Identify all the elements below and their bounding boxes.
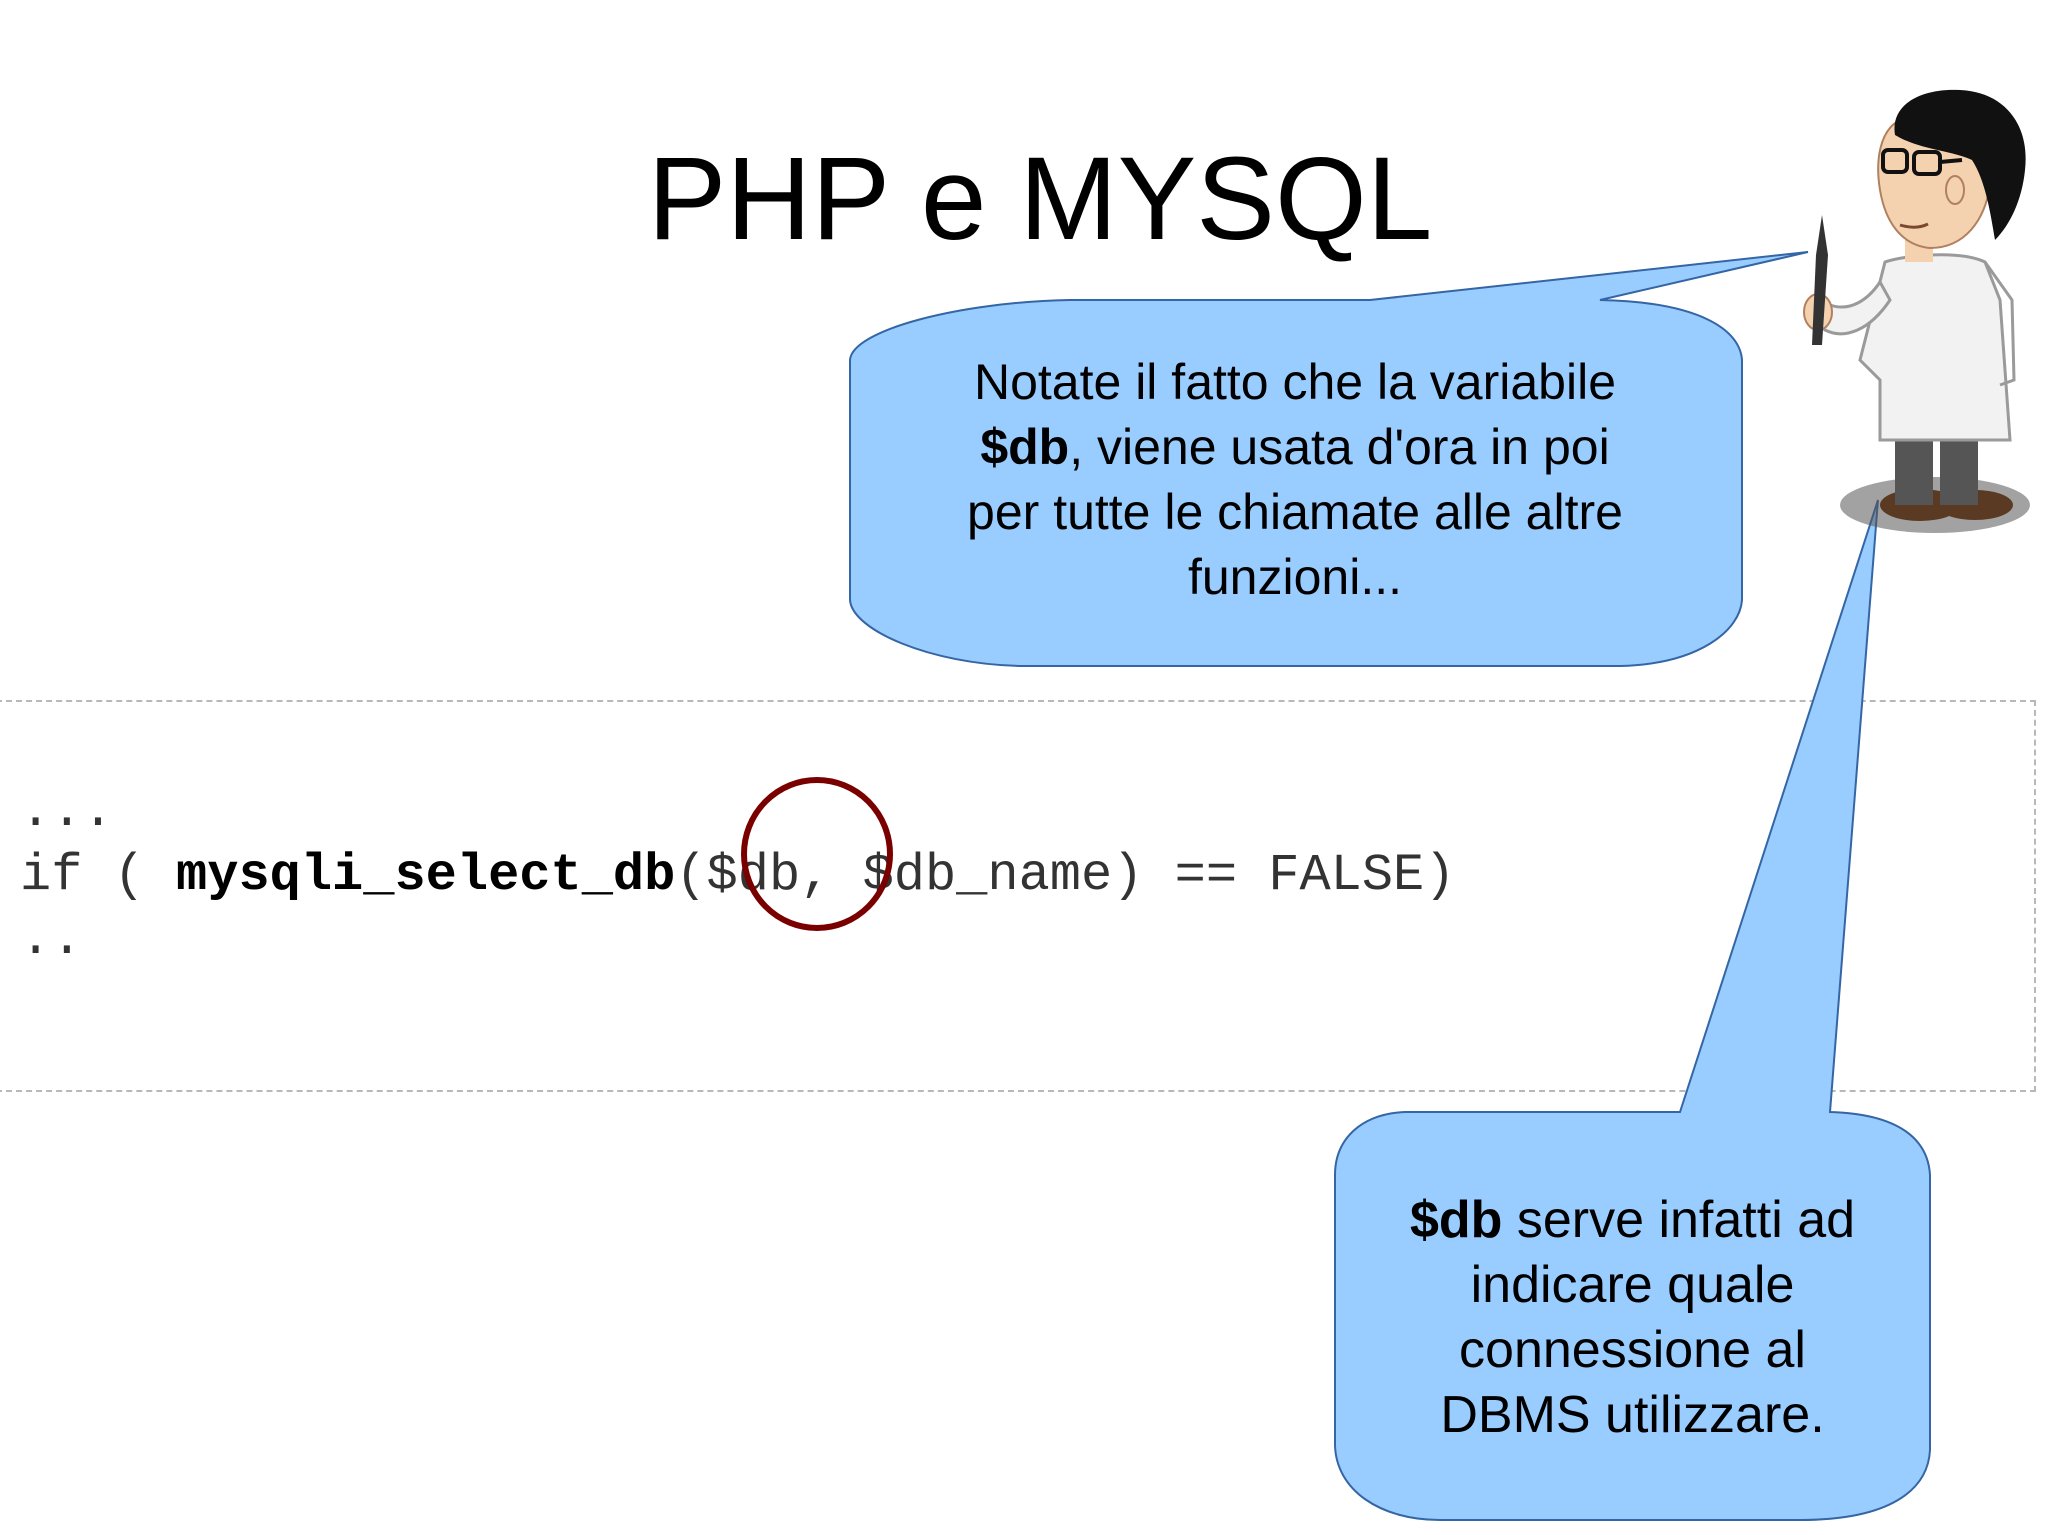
code-line-1: ... <box>20 782 114 841</box>
bubble-bottom-line-1: $db serve infatti ad <box>1345 1188 1920 1253</box>
highlight-circle <box>741 777 893 931</box>
speech-bubble-top <box>849 251 1809 667</box>
bubble-bottom-line-4: DBMS utilizzare. <box>1440 1386 1825 1444</box>
code-paren: ( <box>675 846 707 905</box>
bubble-top-db-bold: $db <box>980 419 1070 475</box>
code-line-2: if ( mysqli_select_db($db, $db_name) == … <box>20 846 1455 905</box>
bubble-top-line-2-rest: , viene usata d'ora in poi <box>1069 419 1610 475</box>
slide-title: PHP e MYSQL <box>647 133 1433 265</box>
scientist-illustration <box>1803 89 2030 533</box>
speech-bubble-bottom-text: $db serve infatti ad indicare quale conn… <box>1345 1188 1920 1448</box>
bubble-bottom-line-2: indicare quale <box>1470 1256 1795 1314</box>
bubble-top-line-3: per tutte le chiamate alle altre <box>967 484 1623 540</box>
bubble-bottom-line-3: connessione al <box>1459 1321 1806 1379</box>
code-rest: , $db_name) == FALSE) <box>800 846 1456 905</box>
code-box <box>0 700 2036 1092</box>
code-snippet: ... if ( mysqli_select_db($db, $db_name)… <box>20 780 1455 972</box>
code-if-keyword: if ( <box>20 846 177 905</box>
speech-bubble-top-text: Notate il fatto che la variabile $db, vi… <box>880 350 1710 610</box>
bubble-bottom-line-1-rest: serve infatti ad <box>1502 1191 1856 1249</box>
bubble-top-line-4: funzioni... <box>1187 549 1402 605</box>
code-function-name: mysqli_select_db <box>176 846 676 905</box>
speech-bubble-bottom <box>1334 499 1931 1521</box>
bubble-bottom-db-bold: $db <box>1409 1191 1503 1249</box>
bubble-top-line-1: Notate il fatto che la variabile <box>973 354 1617 410</box>
bubble-top-line-2: $db, viene usata d'ora in poi <box>880 415 1710 480</box>
code-line-3: .. <box>20 910 83 969</box>
